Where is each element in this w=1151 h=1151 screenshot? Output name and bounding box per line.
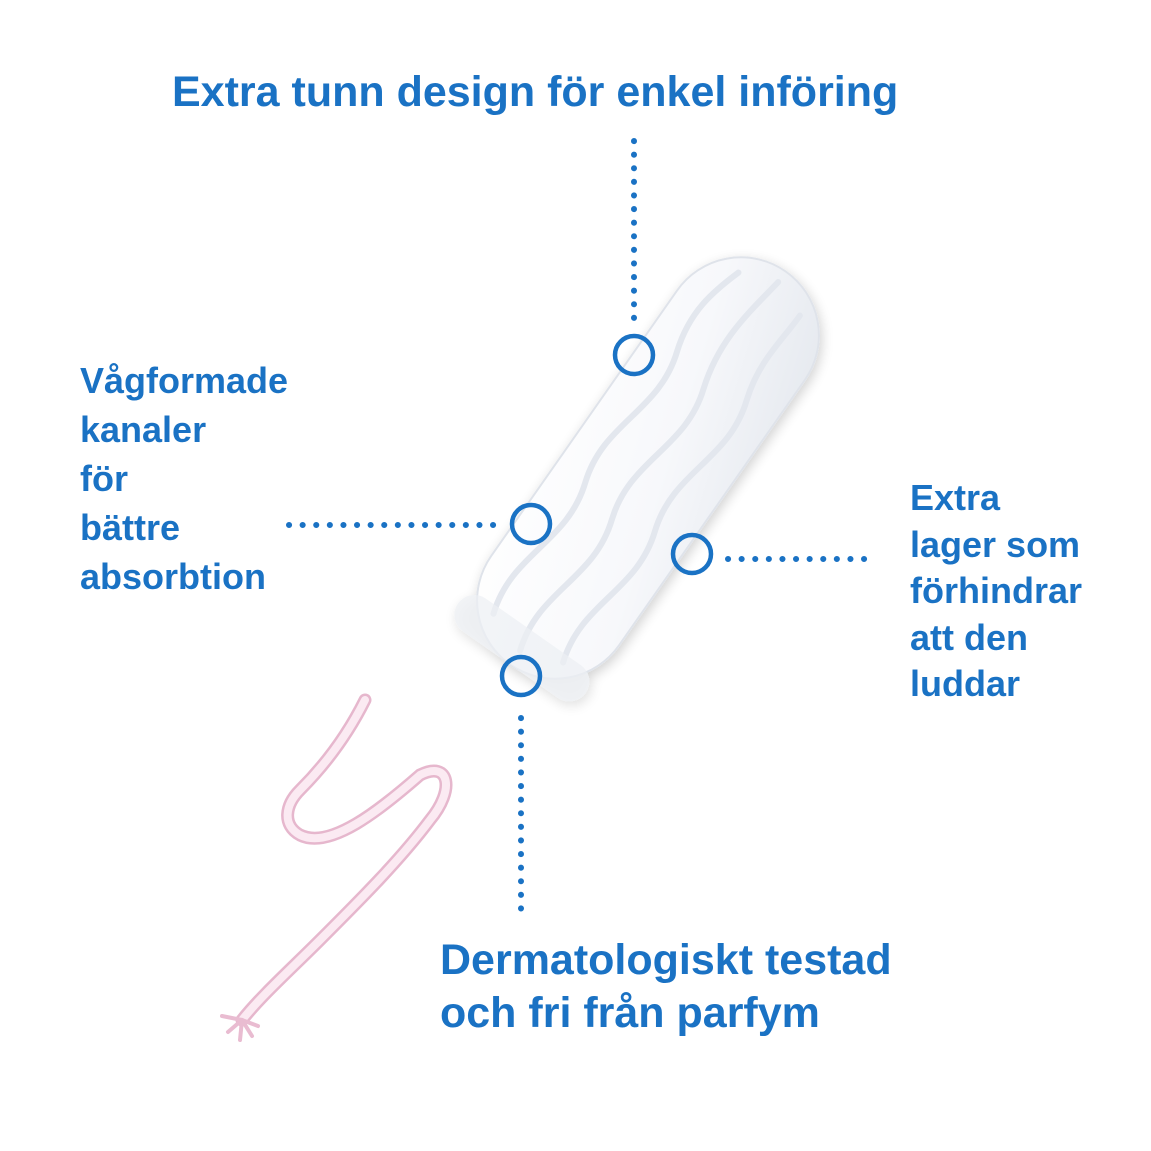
callout-right-line: luddar	[910, 663, 1021, 704]
callout-right-line: lager som	[910, 523, 1081, 565]
callout-left-line: kanaler	[80, 409, 207, 450]
callout-left-line: Vågformade	[80, 360, 289, 401]
callout-top-text: Extra tunn design för enkel införing	[172, 62, 898, 122]
callout-right-text: Extra lager som förhindrar att den ludda…	[910, 475, 1082, 708]
marker-ring-left	[509, 502, 553, 546]
tampon-body	[454, 256, 820, 702]
marker-ring-right	[670, 532, 714, 576]
callout-bottom-line: Dermatologiskt testad	[440, 936, 892, 984]
callout-bottom-line: och fri från parfym	[440, 989, 820, 1037]
callout-right-line: Extra	[910, 477, 1001, 518]
callout-left-line: bättre	[80, 507, 181, 548]
callout-top-line: Extra tunn design för enkel införing	[172, 68, 899, 116]
callout-right-line: att den	[910, 616, 1029, 658]
marker-ring-bottom	[499, 654, 543, 698]
callout-left-text: Vågformade kanaler för bättre absorbtion	[80, 356, 288, 601]
marker-ring-top	[612, 333, 656, 377]
callout-left-line: absorbtion	[80, 556, 266, 597]
callout-bottom-text: Dermatologiskt testad och fri från parfy…	[440, 934, 892, 1040]
tampon-string	[220, 693, 453, 1042]
callout-left-line: för	[80, 458, 128, 499]
callout-leaders	[286, 138, 875, 921]
callout-right-line: förhindrar	[910, 570, 1083, 611]
